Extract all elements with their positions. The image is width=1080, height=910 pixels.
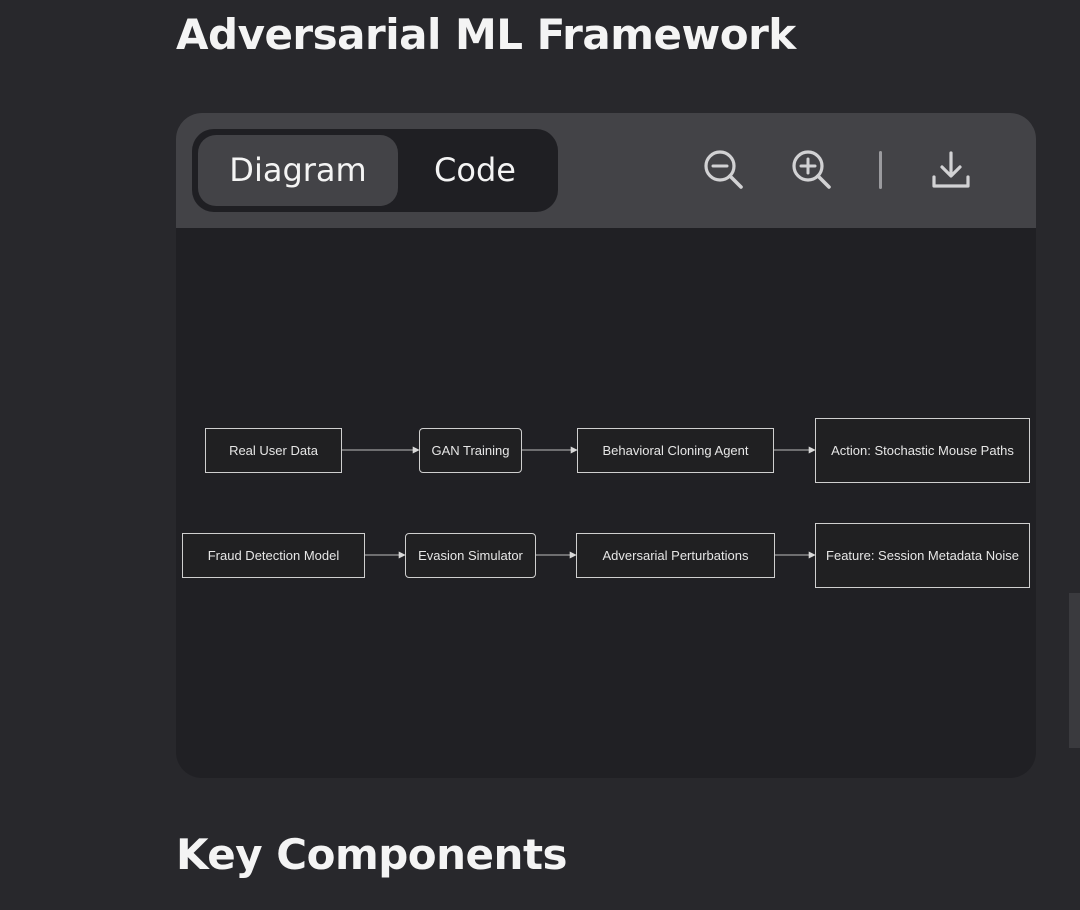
node-action-stochastic-mouse-paths[interactable]: Action: Stochastic Mouse Paths xyxy=(815,418,1030,483)
toolbar-divider xyxy=(879,151,882,189)
download-icon xyxy=(932,151,970,188)
scrollbar-thumb[interactable] xyxy=(1069,593,1080,748)
node-fraud-detection-model[interactable]: Fraud Detection Model xyxy=(182,533,365,578)
zoom-in-button[interactable] xyxy=(789,147,835,193)
diagram-viewer: Diagram Code xyxy=(176,113,1036,778)
node-feature-session-metadata-noise[interactable]: Feature: Session Metadata Noise xyxy=(815,523,1030,588)
zoom-out-button[interactable] xyxy=(701,147,747,193)
node-adversarial-perturbations[interactable]: Adversarial Perturbations xyxy=(576,533,775,578)
node-behavioral-cloning-agent[interactable]: Behavioral Cloning Agent xyxy=(577,428,774,473)
view-toggle: Diagram Code xyxy=(192,129,558,212)
tab-code[interactable]: Code xyxy=(434,151,516,189)
tab-diagram[interactable]: Diagram xyxy=(198,135,398,206)
diagram-connectors xyxy=(341,446,816,559)
section-heading-key-components: Key Components xyxy=(176,830,568,879)
zoom-in-icon xyxy=(792,150,831,189)
download-button[interactable] xyxy=(928,147,974,193)
node-evasion-simulator[interactable]: Evasion Simulator xyxy=(405,533,536,578)
page-title: Adversarial ML Framework xyxy=(176,10,796,59)
viewer-toolbar: Diagram Code xyxy=(176,113,1036,228)
diagram-canvas: Real User Data GAN Training Behavioral C… xyxy=(176,228,1036,778)
zoom-out-icon xyxy=(704,150,743,189)
node-real-user-data[interactable]: Real User Data xyxy=(205,428,342,473)
node-gan-training[interactable]: GAN Training xyxy=(419,428,522,473)
